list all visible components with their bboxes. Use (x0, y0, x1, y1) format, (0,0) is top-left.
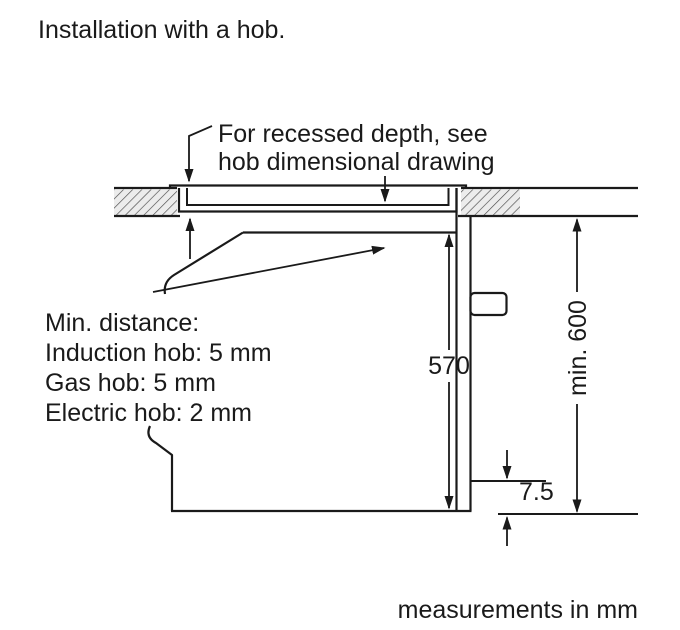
min-distance-callout: Min. distance: Induction hob: 5 mm Gas h… (45, 217, 386, 427)
worktop (114, 186, 638, 218)
hob-recess-inner-wall (186, 188, 450, 206)
min-distance-heading: Min. distance: (45, 309, 199, 337)
hob-flange (168, 184, 468, 189)
dimension-oven-height: 570 (428, 233, 470, 510)
oven-lower-break-line (147, 425, 174, 511)
min-distance-induction: Induction hob: 5 mm (45, 339, 272, 367)
recessed-depth-callout: For recessed depth, see hob dimensional … (184, 120, 495, 203)
min-distance-leader-arrow (152, 245, 386, 293)
min-distance-gas: Gas hob: 5 mm (45, 369, 216, 397)
worktop-hatch-right (461, 189, 520, 215)
oven (147, 188, 638, 515)
dimension-front-gap: 7.5 (502, 450, 554, 546)
recessed-depth-text-line2: hob dimensional drawing (218, 148, 495, 176)
hob-recess-outer-wall (177, 188, 458, 213)
min-distance-electric: Electric hob: 2 mm (45, 399, 252, 427)
page-title: Installation with a hob. (38, 16, 285, 44)
dimension-niche-height: min. 600 (564, 218, 592, 513)
recessed-depth-text-line1: For recessed depth, see (218, 120, 488, 148)
dim-600-label: min. 600 (564, 300, 592, 396)
hob (168, 184, 468, 213)
arrow-to-hob-flange (184, 125, 213, 183)
worktop-hatch-left (114, 189, 177, 215)
dim-570-label: 570 (428, 352, 470, 380)
dim-7-5-label: 7.5 (519, 478, 554, 506)
footer-note: measurements in mm (398, 596, 638, 624)
oven-door-handle (469, 291, 508, 317)
oven-upper-break-line (163, 231, 244, 295)
